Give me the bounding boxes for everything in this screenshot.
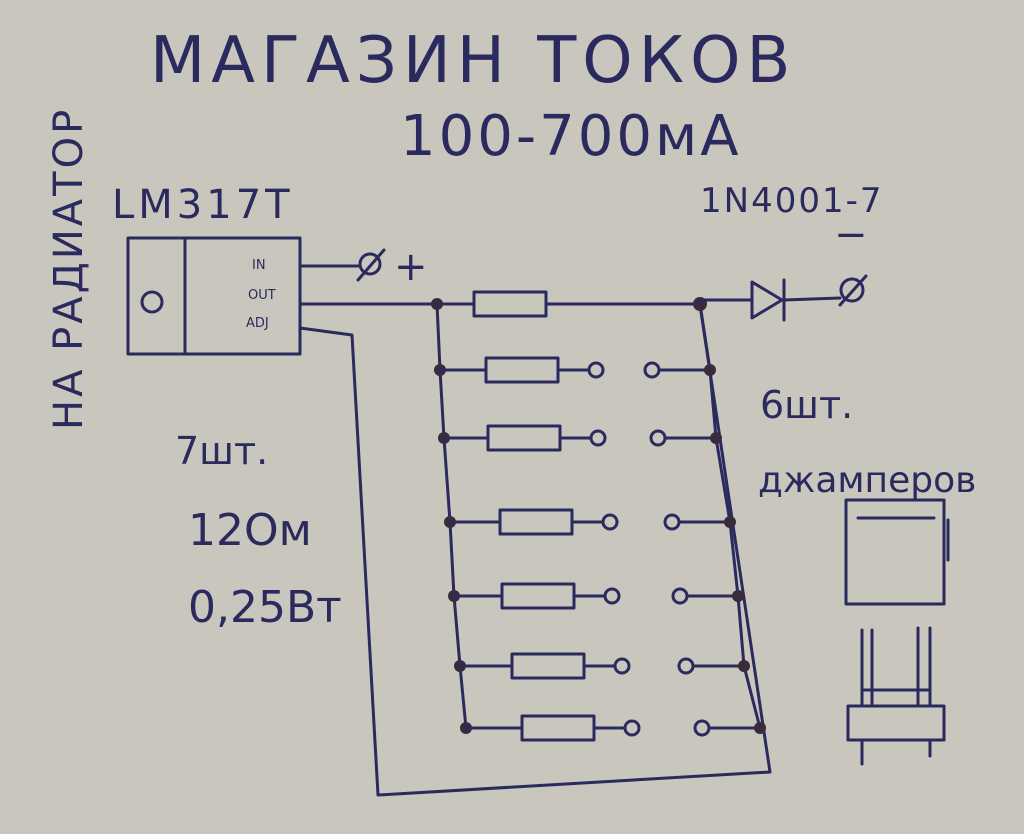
resistor-4 <box>498 508 574 536</box>
pin-in-label: IN <box>252 258 266 273</box>
jumper-sketch-side <box>846 626 946 766</box>
jumper-count: 6шт. <box>760 383 853 427</box>
jumper-pin-3-b <box>663 513 681 531</box>
junction-dot <box>710 432 722 444</box>
junction-dot <box>724 516 736 528</box>
jumper-pin-6-a <box>623 719 641 737</box>
jumper-name: джамперов <box>758 460 976 501</box>
jumper-pin-5-b <box>677 657 695 675</box>
current-range: 100-700мА <box>400 104 742 169</box>
title: МАГАЗИН ТОКОВ <box>150 24 796 98</box>
resistor-power: 0,25Вт <box>188 582 342 633</box>
mounting-hole-icon <box>140 290 164 314</box>
resistor-1 <box>472 290 548 318</box>
resistor-bank <box>431 290 766 742</box>
output-terminal <box>838 274 868 307</box>
junction-dot <box>704 364 716 376</box>
junction-dot <box>738 660 750 672</box>
jumper-sketch-top <box>844 498 950 606</box>
jumper-pin-1-a <box>587 361 605 379</box>
resistor-7 <box>520 714 596 742</box>
resistor-5 <box>500 582 576 610</box>
pin-adj-label: ADJ <box>246 316 269 331</box>
pin-out-label: OUT <box>248 288 276 303</box>
junction-dot <box>754 722 766 734</box>
regulator-lm317t: IN OUT ADJ <box>126 236 302 356</box>
minus-label: − <box>834 212 868 258</box>
jumper-pin-3-a <box>601 513 619 531</box>
regulator-name: LM317T <box>112 182 294 228</box>
diode-label: 1N4001-7 <box>700 181 884 221</box>
resistor-3 <box>486 424 562 452</box>
jumper-pin-5-a <box>613 657 631 675</box>
jumper-pin-4-b <box>671 587 689 605</box>
jumper-pin-2-a <box>589 429 607 447</box>
junction-dot <box>732 590 744 602</box>
jumper-pin-2-b <box>649 429 667 447</box>
plus-label: + <box>394 244 428 290</box>
resistor-2 <box>484 356 560 384</box>
resistor-count: 7шт. <box>175 429 268 473</box>
jumper-pin-1-b <box>643 361 661 379</box>
input-terminal: + <box>298 244 428 290</box>
diode-symbol <box>698 278 842 322</box>
side-note: НА РАДИАТОР <box>46 107 92 430</box>
jumper-pin-4-a <box>603 587 621 605</box>
jumper-pin-6-b <box>693 719 711 737</box>
resistor-6 <box>510 652 586 680</box>
resistor-value: 12Ом <box>188 505 312 556</box>
adj-feedback-wire <box>298 303 772 797</box>
